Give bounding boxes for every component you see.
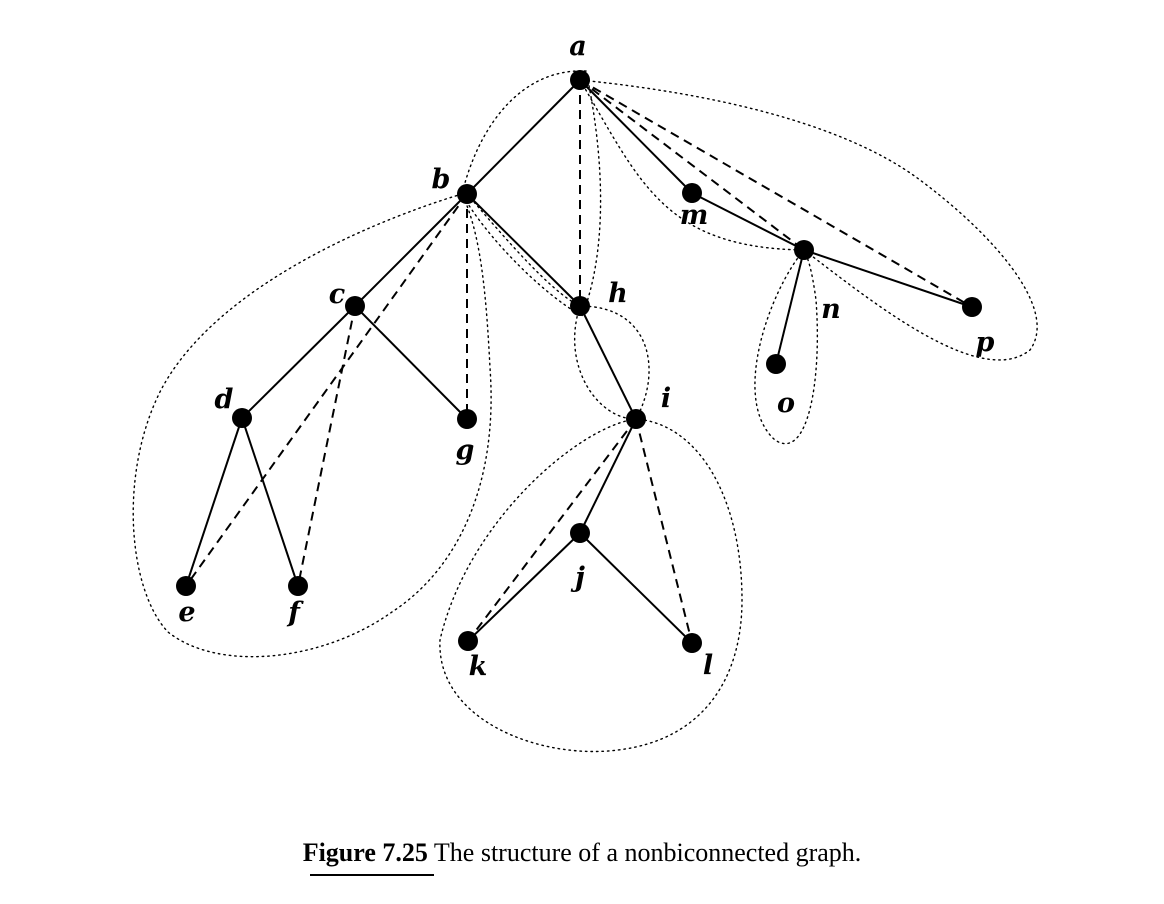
node-label-c: c [329, 279, 345, 310]
node-label-g: g [456, 435, 475, 466]
component-boundary-4 [574, 305, 650, 420]
back-edge-a-n [579, 79, 805, 251]
component-boundary-3 [466, 193, 581, 307]
tree-edge-a-m [579, 79, 693, 194]
biconnected-components [132, 70, 1038, 753]
tree-edge-j-k [467, 532, 581, 642]
tree-edge-c-g [354, 305, 468, 420]
component-boundary-5 [439, 418, 743, 753]
back-edge-a-p [579, 79, 973, 308]
node-label-e: e [178, 597, 195, 628]
node-label-n: n [821, 294, 841, 325]
component-boundary-6 [578, 79, 1038, 361]
node-label-a: a [569, 31, 587, 62]
tree-edge-j-l [579, 532, 693, 644]
back-edge-c-f [297, 305, 356, 587]
node-i [626, 409, 646, 429]
node-label-m: m [680, 200, 709, 231]
node-h [570, 296, 590, 316]
caption-text: The structure of a nonbiconnected graph. [433, 838, 862, 867]
tree-edge-c-d [241, 305, 356, 419]
back-edge-b-e [185, 193, 468, 587]
tree-edge-d-e [185, 417, 243, 587]
node-label-o: o [777, 388, 795, 419]
graph-nodes [176, 70, 982, 653]
node-n [794, 240, 814, 260]
node-g [457, 409, 477, 429]
node-label-d: d [215, 384, 234, 415]
tree-edge-a-b [466, 79, 581, 195]
caption-label: Figure 7.25 [302, 838, 428, 867]
node-k [458, 631, 478, 651]
node-label-b: b [432, 164, 451, 195]
node-label-k: k [469, 651, 488, 682]
figure-caption: Figure 7.25 The structure of a nonbiconn… [0, 838, 1164, 868]
node-p [962, 297, 982, 317]
tree-edge-n-p [803, 249, 973, 308]
node-f [288, 576, 308, 596]
node-label-i: i [661, 383, 671, 414]
tree-edge-d-f [241, 417, 299, 587]
node-j [570, 523, 590, 543]
node-b [457, 184, 477, 204]
node-d [232, 408, 252, 428]
tree-edge-i-j [579, 418, 637, 534]
node-m [682, 183, 702, 203]
node-label-f: f [286, 597, 304, 628]
tree-edge-b-h [466, 193, 581, 307]
caption-underline [310, 874, 434, 876]
back-edge-i-l [635, 418, 693, 644]
node-a [570, 70, 590, 90]
node-l [682, 633, 702, 653]
node-e [176, 576, 196, 596]
tree-edge-h-i [579, 305, 637, 420]
node-labels: a b c d e f g h i j k l m n o p [178, 31, 994, 682]
node-label-j: j [570, 562, 585, 593]
tree-edge-m-n [691, 192, 805, 251]
component-boundary-2 [132, 193, 492, 658]
node-label-p: p [976, 327, 995, 358]
component-boundary-7 [754, 248, 819, 445]
tree-edge-n-o [775, 249, 805, 365]
node-o [766, 354, 786, 374]
component-boundary-1 [461, 70, 602, 318]
node-label-l: l [703, 650, 713, 681]
tree-edge-b-c [354, 193, 468, 307]
back-edge-i-k [467, 418, 637, 642]
graph-edges [185, 79, 973, 644]
node-c [345, 296, 365, 316]
node-label-h: h [608, 278, 628, 309]
